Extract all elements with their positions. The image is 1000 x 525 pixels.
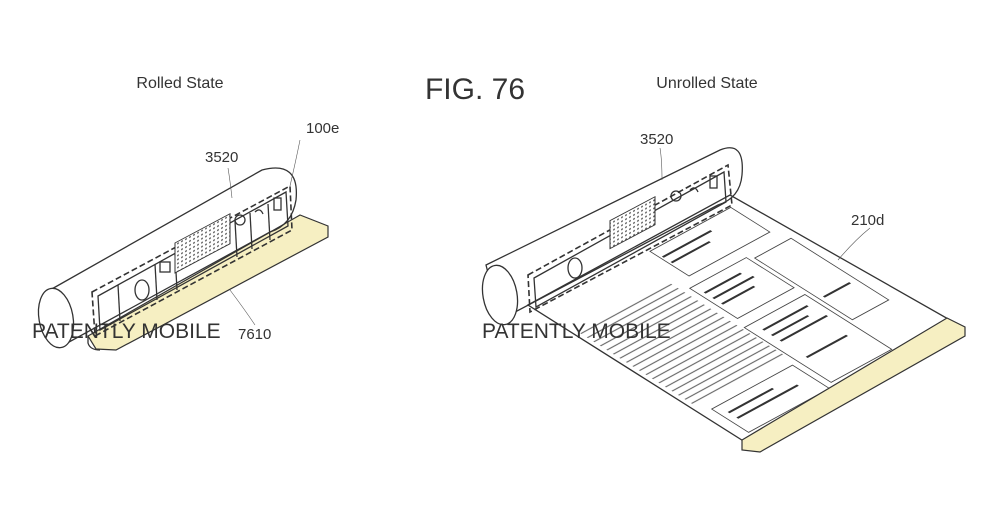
watermark-left: PATENTLY MOBILE <box>32 320 221 343</box>
unrolled-screen-210d <box>526 194 952 443</box>
right-caption: Unrolled State <box>656 75 757 92</box>
label-100e: 100e <box>306 120 339 137</box>
camera-icon <box>234 214 246 226</box>
rolled-cylinder <box>49 167 298 349</box>
label-3520-rolled: 3520 <box>205 149 238 166</box>
phone-icon <box>254 209 264 215</box>
label-7610: 7610 <box>238 326 271 343</box>
rolled-device <box>37 139 329 351</box>
label-3520-unrolled: 3520 <box>640 131 673 148</box>
left-caption: Rolled State <box>136 75 223 92</box>
unrolled-device <box>481 147 966 453</box>
figure-title: FIG. 76 <box>425 73 525 106</box>
watermark-right: PATENTLY MOBILE <box>482 320 671 343</box>
label-210d: 210d <box>851 212 884 229</box>
screen-content <box>575 206 893 433</box>
cylinder-end <box>37 287 75 349</box>
unrolled-strip <box>741 317 966 453</box>
